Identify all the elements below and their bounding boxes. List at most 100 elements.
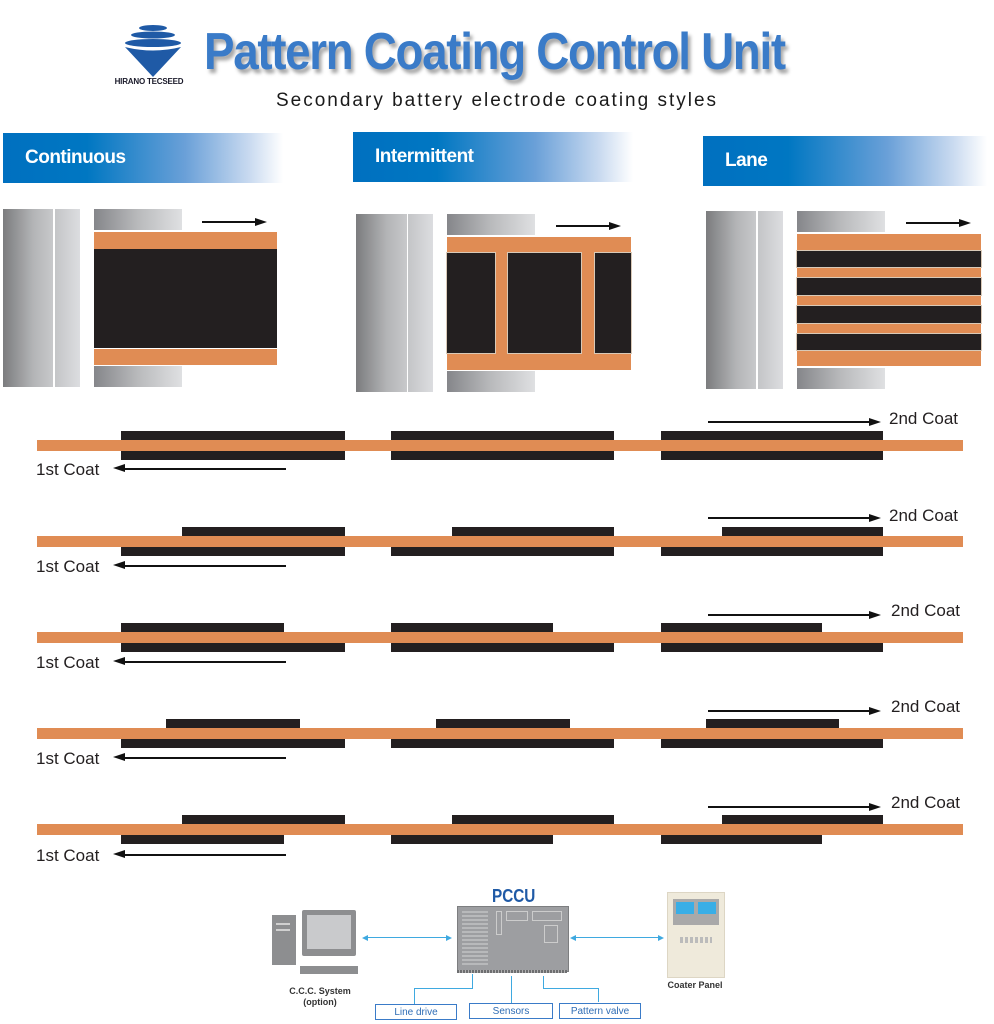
- top-coating-block: [661, 623, 822, 633]
- second-coat-arrow: [708, 806, 873, 808]
- second-coat-arrow: [708, 421, 873, 423]
- foil-strip: [37, 824, 963, 835]
- top-coating-block: [182, 527, 345, 537]
- top-coating-block: [121, 623, 284, 633]
- first-coat-label: 1st Coat: [36, 653, 100, 672]
- line-drive-box: Line drive: [375, 1004, 457, 1020]
- coating-lane: [796, 333, 982, 351]
- bottom-coating-block: [121, 642, 345, 652]
- direction-arrow: [202, 221, 257, 223]
- first-coat-label: 1st Coat: [36, 846, 100, 865]
- second-coat-label: 2nd Coat: [889, 409, 958, 428]
- top-coating-block: [722, 815, 883, 825]
- backup-roll-edge: [408, 214, 433, 392]
- section-label: Continuous: [25, 147, 126, 168]
- pccu-connector-strip: [457, 970, 567, 973]
- arrow-head-icon: [869, 418, 881, 426]
- arrow-head-icon: [113, 753, 125, 761]
- arrow-head-icon: [869, 803, 881, 811]
- arrow-head-icon: [869, 611, 881, 619]
- first-coat-arrow: [122, 468, 286, 470]
- io-connector: [511, 976, 512, 1004]
- second-coat-label: 2nd Coat: [891, 793, 960, 812]
- coating-lane: [796, 277, 982, 296]
- foil-strip: [37, 632, 963, 643]
- coating-patch: [507, 252, 582, 354]
- coating-lane: [796, 250, 982, 268]
- backup-roll-edge: [55, 209, 80, 387]
- first-coat-arrow: [122, 661, 286, 663]
- top-coating-block: [452, 815, 614, 825]
- pattern-valve-box: Pattern valve: [559, 1003, 641, 1019]
- section-continuous-header: Continuous: [3, 133, 283, 183]
- second-coat-label: 2nd Coat: [891, 601, 960, 620]
- section-intermittent-header: Intermittent: [353, 132, 633, 182]
- keyboard-icon: [300, 966, 358, 974]
- die-top: [94, 209, 182, 230]
- top-coating-block: [436, 719, 570, 729]
- bottom-coating-block: [121, 738, 345, 748]
- direction-arrow: [906, 222, 961, 224]
- io-connector: [543, 976, 544, 988]
- die-bottom: [447, 371, 535, 392]
- bottom-coating-block: [661, 546, 883, 556]
- coating-area: [94, 249, 277, 348]
- ccc-label-line1: C.C.C. System: [289, 986, 351, 996]
- page-title: Pattern Coating Control Unit: [204, 23, 786, 81]
- coater-panel-label: Coater Panel: [667, 980, 723, 990]
- arrow-head-icon: [362, 935, 368, 941]
- bottom-coating-block: [391, 642, 614, 652]
- arrow-head-icon: [658, 935, 664, 941]
- top-coating-block: [706, 719, 839, 729]
- page-subtitle: Secondary battery electrode coating styl…: [275, 90, 719, 111]
- section-lane-header: Lane: [703, 136, 987, 186]
- top-coating-block: [452, 527, 614, 537]
- arrow-head-icon: [113, 850, 125, 858]
- second-coat-arrow: [708, 614, 873, 616]
- first-coat-arrow: [122, 565, 286, 567]
- arrow-head-icon: [446, 935, 452, 941]
- arrow-head-icon: [113, 464, 125, 472]
- backup-roll-edge: [758, 211, 783, 389]
- io-connector: [414, 988, 473, 989]
- arrow-head-icon: [609, 222, 621, 230]
- die-bottom: [94, 366, 182, 387]
- top-coating-block: [722, 527, 883, 537]
- section-label: Lane: [725, 150, 768, 171]
- pccu-title: PCCU: [492, 886, 536, 906]
- arrow-head-icon: [113, 657, 125, 665]
- foil-edge-bottom: [94, 349, 277, 365]
- bottom-coating-block: [661, 642, 883, 652]
- arrow-head-icon: [869, 707, 881, 715]
- pccu-panel-link: [572, 937, 660, 938]
- bottom-coating-block: [661, 738, 883, 748]
- monitor-icon: [302, 910, 356, 956]
- sensors-box: Sensors: [469, 1003, 553, 1019]
- die-top: [797, 211, 885, 232]
- pccu-unit-icon: [457, 906, 569, 972]
- first-coat-arrow: [122, 757, 286, 759]
- top-coating-block: [182, 815, 345, 825]
- hirano-logo-icon: [118, 22, 188, 92]
- arrow-head-icon: [869, 514, 881, 522]
- second-coat-arrow: [708, 710, 873, 712]
- second-coat-arrow: [708, 517, 873, 519]
- top-coating-block: [391, 623, 553, 633]
- first-coat-label: 1st Coat: [36, 460, 100, 479]
- bottom-coating-block: [121, 546, 345, 556]
- io-connector: [472, 974, 473, 988]
- computer-tower-icon: [272, 915, 296, 965]
- coater-panel-icon: [667, 892, 725, 978]
- die-bottom: [797, 368, 885, 389]
- io-connector: [414, 988, 415, 1004]
- ccc-system-label: C.C.C. System (option): [280, 986, 360, 1008]
- first-coat-label: 1st Coat: [36, 749, 100, 768]
- foil-edge-top: [94, 232, 277, 249]
- foil-strip: [37, 440, 963, 451]
- ccc-label-line2: (option): [303, 997, 337, 1007]
- backup-roll: [706, 211, 756, 389]
- brand-name: HIRANO TECSEED: [114, 77, 184, 86]
- arrow-head-icon: [959, 219, 971, 227]
- io-connector: [543, 988, 599, 989]
- arrow-head-icon: [570, 935, 576, 941]
